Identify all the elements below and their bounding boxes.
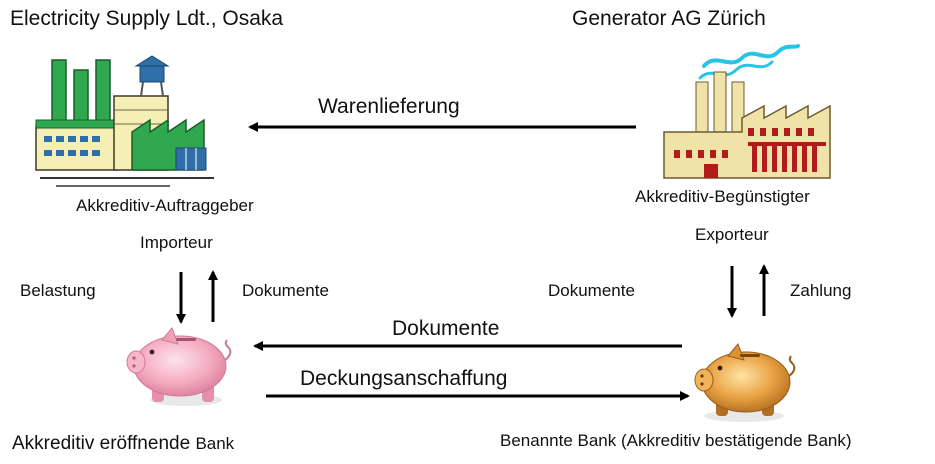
gold-piggy-bank-icon xyxy=(694,343,796,422)
pink-piggy-bank-icon xyxy=(126,327,232,406)
issuing-bank-label: Akkreditiv eröffnende Bank xyxy=(12,434,234,453)
exporter-company-name: Generator AG Zürich xyxy=(572,7,766,30)
red-factory-icon xyxy=(663,44,831,179)
payment-label: Zahlung xyxy=(790,281,852,300)
documents-between-banks-label: Dokumente xyxy=(392,317,500,340)
nominated-bank-label: Benannte Bank (Akkreditiv bestätigende B… xyxy=(500,431,852,450)
issuing-bank-prefix: Akkreditiv eröffnende xyxy=(12,433,191,454)
documents-to-importer-label: Dokumente xyxy=(242,281,329,300)
importer-role-label: Akkreditiv-Auftraggeber xyxy=(76,196,254,215)
importer-label: Importeur xyxy=(140,233,213,252)
cover-transfer-label: Deckungsanschaffung xyxy=(300,367,508,390)
importer-company-name: Electricity Supply Ldt., Osaka xyxy=(10,7,284,30)
exporter-role-label: Akkreditiv-Begünstigter xyxy=(635,187,810,206)
debit-label: Belastung xyxy=(20,281,96,300)
green-factory-icon xyxy=(35,55,214,187)
issuing-bank-suffix: Bank xyxy=(195,434,235,453)
documents-from-exporter-label: Dokumente xyxy=(548,281,635,300)
goods-delivery-label: Warenlieferung xyxy=(318,95,460,118)
exporter-label: Exporteur xyxy=(695,225,769,244)
